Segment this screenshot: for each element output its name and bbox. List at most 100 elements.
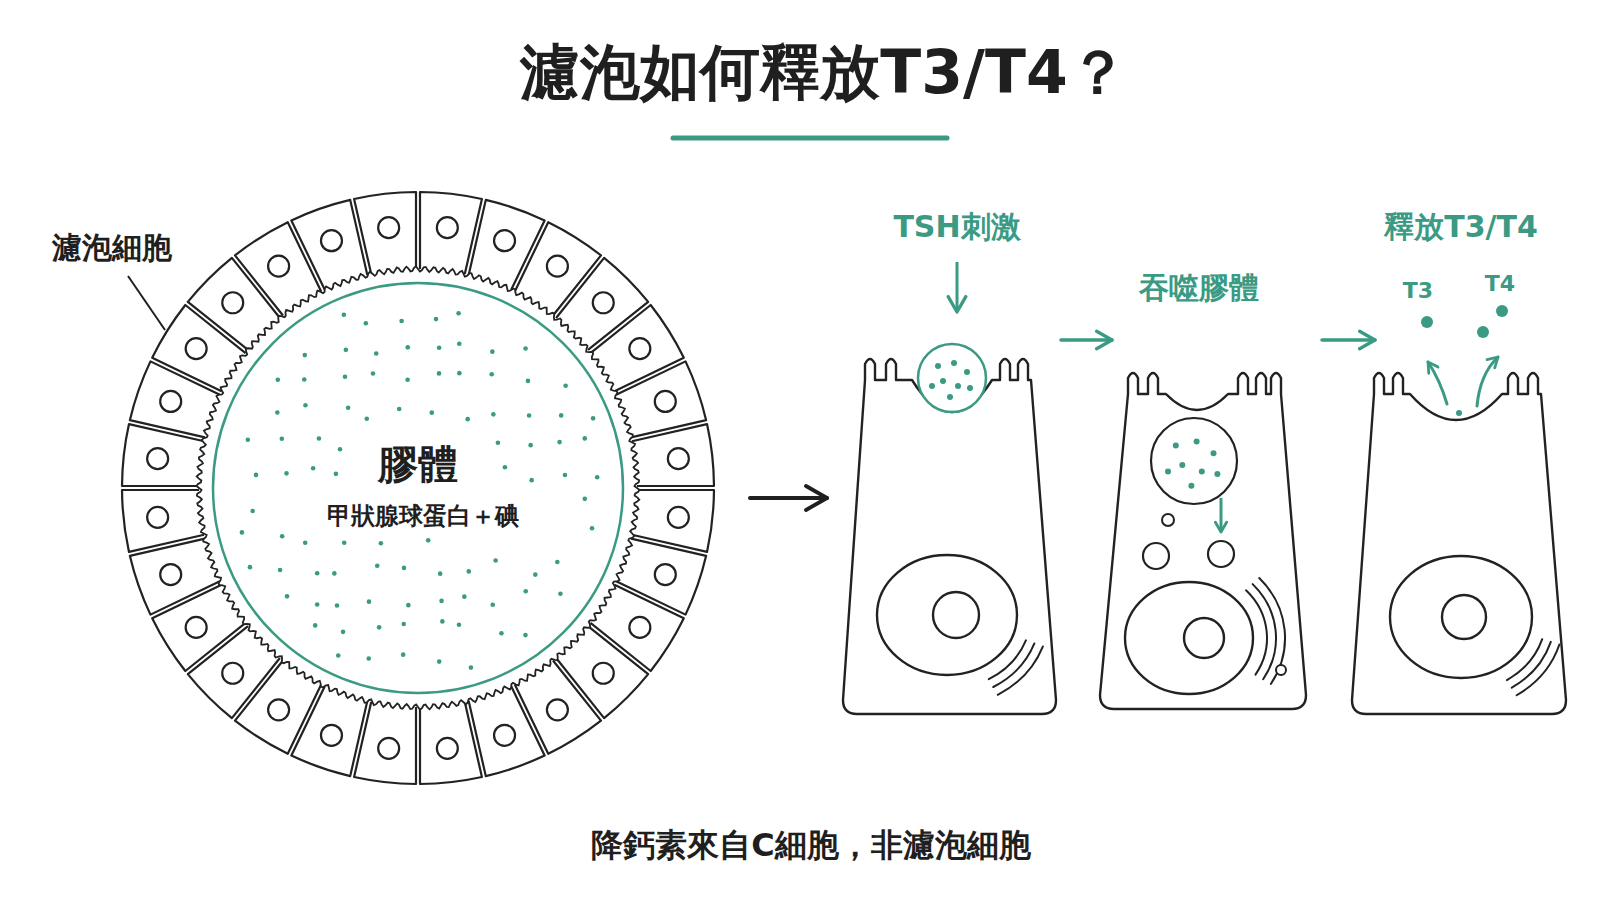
colloid-dot [438, 571, 443, 576]
flow-arrow [1061, 338, 1112, 342]
colloid-dot [311, 466, 316, 471]
colloid-dot [405, 377, 410, 382]
colloid-dot [490, 602, 495, 607]
golgi-membrane [1246, 590, 1267, 674]
colloid-droplet [918, 344, 986, 412]
colloid-dot [1165, 468, 1171, 474]
cell-nucleus [186, 617, 207, 638]
cell-nucleus [629, 338, 650, 359]
follicular-cell [420, 702, 482, 784]
vesicle [1276, 665, 1286, 675]
cell-nucleus [268, 699, 289, 720]
colloid-dot [456, 311, 461, 316]
cell-nucleus [655, 564, 676, 585]
cell-nucleus [147, 448, 168, 469]
cell-nucleus [629, 617, 650, 638]
colloid-dot [559, 413, 564, 418]
hormone-dot [1496, 305, 1508, 317]
colloid-dot [280, 436, 285, 441]
colloid-dot [1179, 462, 1185, 468]
colloid-dot [490, 349, 495, 354]
follicular-cell-step: 吞噬膠體 [1098, 266, 1308, 720]
follicular-cell [354, 192, 416, 274]
colloid-dot [491, 412, 496, 417]
golgi-membrane [1253, 584, 1276, 679]
cell-nucleus [222, 663, 243, 684]
cell-nucleus [1125, 582, 1253, 694]
colloid-dot [401, 622, 406, 627]
colloid-dot [940, 378, 946, 384]
colloid-dot [523, 633, 528, 638]
colloid-dot [374, 351, 379, 356]
leader-line [128, 276, 165, 330]
colloid-dot [457, 371, 462, 376]
cell-nucleus [186, 338, 207, 359]
colloid-dots [240, 311, 600, 670]
cell-nucleus [378, 738, 399, 759]
follicular-cell-step: 釋放T3/T4 [1350, 205, 1568, 720]
cell-nucleus [668, 507, 689, 528]
cell-nucleus [160, 391, 181, 412]
colloid-outline [213, 283, 623, 693]
golgi-membrane [998, 647, 1043, 695]
colloid-dot [364, 321, 369, 326]
cell-outline [1352, 373, 1566, 714]
hormone-dot [1456, 410, 1462, 416]
colloid-dot [493, 558, 498, 563]
golgi-membrane [1517, 644, 1560, 695]
diagram-caption: 降鈣素來自C細胞，非濾泡細胞 [431, 823, 1191, 868]
lysosome [1162, 514, 1174, 526]
colloid-dot [303, 540, 308, 545]
golgi-membrane [1512, 642, 1551, 688]
colloid-dot [526, 379, 531, 384]
cell-outline [1100, 373, 1306, 709]
colloid-dot [558, 591, 563, 596]
colloid-dot [397, 407, 402, 412]
golgi-membrane [1259, 578, 1285, 684]
colloid-dot [343, 375, 348, 380]
colloid-dot [1214, 471, 1220, 477]
colloid-dot [429, 410, 434, 415]
colloid-dot [935, 363, 941, 369]
title-underline [673, 136, 947, 141]
colloid-label: 膠體 [308, 436, 528, 492]
colloid-dot [951, 360, 957, 366]
lysosome [1208, 541, 1234, 567]
colloid-dot [332, 571, 337, 576]
cell-nucleus [378, 217, 399, 238]
cell-nucleus [321, 230, 342, 251]
hormone-label: T4 [1470, 269, 1530, 300]
colloid-dot [469, 665, 474, 670]
hormone-dot [1477, 326, 1489, 338]
cell-shape [1350, 205, 1568, 720]
colloid-dot [499, 631, 504, 636]
follicular-cell [291, 200, 367, 290]
colloid-dot [557, 440, 562, 445]
colloid-dot [523, 346, 528, 351]
colloid-dot [276, 377, 281, 382]
colloid-dot [250, 509, 255, 514]
colloid-dot [591, 416, 596, 421]
colloid-dot [254, 473, 259, 478]
colloid-dot [527, 413, 532, 418]
colloid-dot [523, 589, 528, 594]
colloid-dot [439, 599, 444, 604]
colloid-dot [1173, 442, 1179, 448]
colloid-dot [529, 478, 534, 483]
colloid-dot [457, 622, 462, 627]
colloid-dot [302, 353, 307, 358]
colloid-dot [555, 560, 560, 565]
fusion-arrow [1220, 498, 1223, 532]
cell-nucleus [437, 738, 458, 759]
cell-nucleus [593, 663, 614, 684]
cell-nucleus [147, 507, 168, 528]
colloid-dot [302, 377, 307, 382]
follicular-cell [122, 490, 204, 552]
colloid-dot [375, 563, 380, 568]
step-heading: 吞噬膠體 [1084, 267, 1314, 309]
colloid-dot [344, 348, 349, 353]
colloid-dot [285, 594, 290, 599]
cell-nucleus [1390, 556, 1532, 678]
cell-nucleus [668, 448, 689, 469]
